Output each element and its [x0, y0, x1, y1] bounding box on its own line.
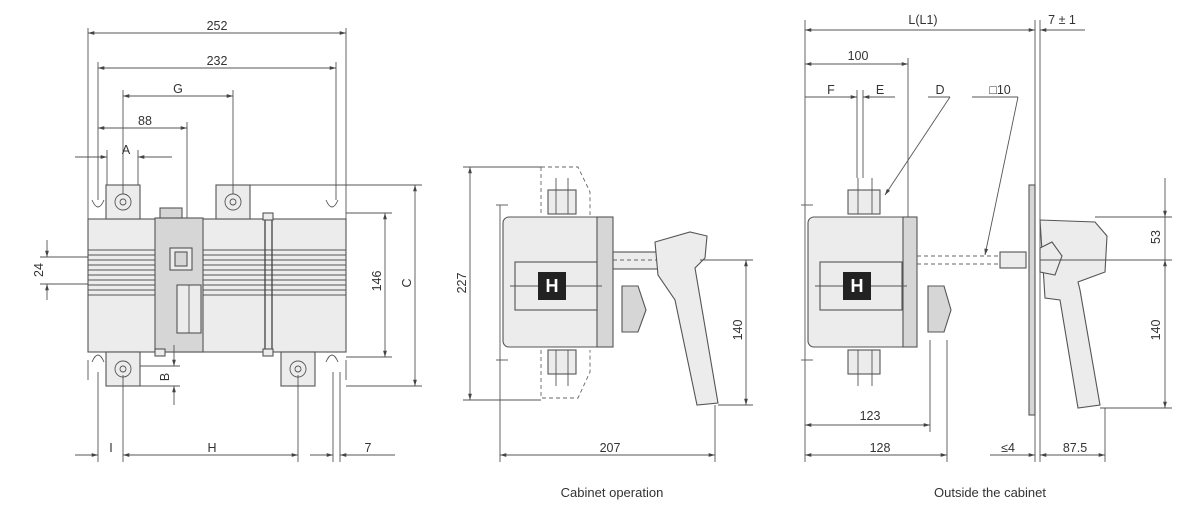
- caption-cabinet-operation: Cabinet operation: [561, 485, 664, 500]
- dim-g: G: [173, 82, 183, 96]
- cabinet-operation-view: H 227 140 207 Cabinet operation: [455, 166, 753, 500]
- dim-e: E: [876, 83, 884, 97]
- front-view: 252 232 G 88 A 24 B 146 C: [32, 19, 422, 462]
- label-d: D: [935, 83, 944, 97]
- dim-mounting-width: 232: [207, 54, 228, 68]
- cabinet-handle-label: H: [546, 276, 559, 296]
- dim-7: 7: [365, 441, 372, 455]
- dim-c: C: [400, 278, 414, 287]
- dim-146: 146: [370, 271, 384, 292]
- dim-i: I: [109, 441, 112, 455]
- dim-100: 100: [848, 49, 869, 63]
- dim-h: H: [207, 441, 216, 455]
- dim-7pm1: 7 ± 1: [1048, 13, 1076, 27]
- label-square-10: □10: [989, 83, 1011, 97]
- body-ribs: [88, 249, 346, 296]
- dim-140-cabinet: 140: [731, 320, 745, 341]
- dim-53: 53: [1149, 230, 1163, 244]
- dim-f: F: [827, 83, 835, 97]
- dim-207: 207: [600, 441, 621, 455]
- dim-b: B: [158, 373, 172, 381]
- caption-outside-cabinet: Outside the cabinet: [934, 485, 1046, 500]
- dim-88: 88: [138, 114, 152, 128]
- outside-handle-label: H: [851, 276, 864, 296]
- dim-140-outside: 140: [1149, 320, 1163, 341]
- dim-128: 128: [870, 441, 891, 455]
- dim-87-5: 87.5: [1063, 441, 1087, 455]
- dim-overall-width: 252: [207, 19, 228, 33]
- dim-227: 227: [455, 273, 469, 294]
- dim-24: 24: [32, 263, 46, 277]
- dim-l: L(L1): [908, 13, 937, 27]
- outside-cabinet-view: H L(L1) 7 ± 1 100 F E D □10: [801, 13, 1172, 500]
- dim-le4: ≤4: [1001, 441, 1015, 455]
- dim-123: 123: [860, 409, 881, 423]
- dim-a: A: [122, 143, 131, 157]
